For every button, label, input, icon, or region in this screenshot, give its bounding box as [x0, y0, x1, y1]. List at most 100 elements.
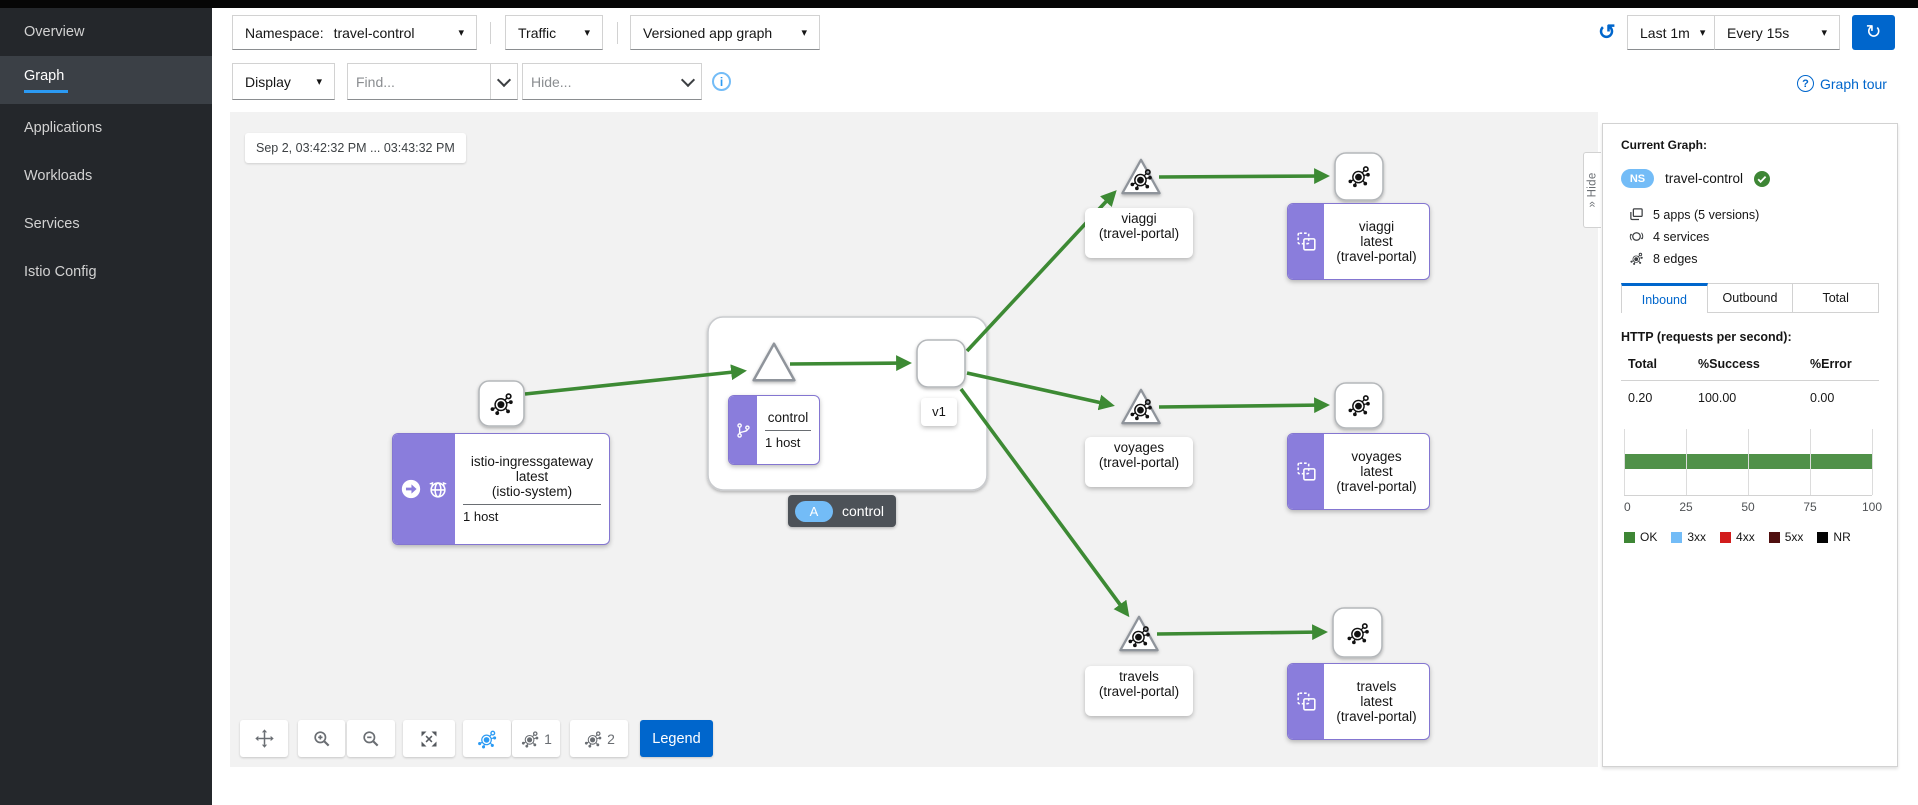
- label-v1-workload[interactable]: v1: [921, 398, 957, 426]
- node-travels-service[interactable]: [1119, 615, 1159, 652]
- label-travels-service[interactable]: travels (travel-portal): [1085, 666, 1193, 716]
- node-viaggi-service[interactable]: [1121, 158, 1161, 195]
- pan-button[interactable]: [240, 720, 288, 757]
- time-range-history-icon[interactable]: ↺: [1598, 21, 1616, 44]
- layout-hub-icon: [477, 730, 497, 749]
- legend-swatch: [1671, 531, 1683, 543]
- http-rate-table: Total %Success %Error 0.20 100.00 0.00: [1621, 357, 1879, 405]
- find-input[interactable]: [348, 64, 490, 99]
- stat-services: 4 services: [1621, 229, 1879, 244]
- label-control-app[interactable]: control 1 host: [728, 395, 820, 465]
- label-icon-strip: [1288, 434, 1324, 509]
- label-voyages-app[interactable]: voyages latest (travel-portal): [1287, 433, 1430, 510]
- chart-gridline: [1686, 429, 1687, 495]
- tab-inbound[interactable]: Inbound: [1621, 283, 1708, 313]
- legend-item: 3xx: [1671, 530, 1706, 544]
- gateway-icon: [429, 481, 446, 498]
- zoom-in-button[interactable]: [298, 720, 345, 757]
- label-icon-strip: [1288, 204, 1324, 279]
- applications-icon: [1630, 208, 1643, 221]
- sidebar-item-applications[interactable]: Applications: [24, 120, 103, 136]
- graph-layout-2-button[interactable]: 2: [570, 720, 628, 757]
- label-voyages-service[interactable]: voyages (travel-portal): [1085, 437, 1193, 487]
- graph-type-select[interactable]: Versioned app graph ▾: [630, 15, 820, 50]
- caret-down-icon: ▾: [316, 76, 322, 88]
- label-icon-strip: [729, 396, 757, 464]
- sidebar-item-graph[interactable]: Graph: [0, 56, 212, 104]
- refresh-icon: ↻: [1865, 22, 1882, 43]
- caret-down-icon: ▾: [1699, 27, 1706, 39]
- hide-options-toggle[interactable]: [675, 64, 701, 99]
- label-istio-ingressgateway[interactable]: istio-ingressgateway latest (istio-syste…: [392, 433, 610, 545]
- sidebar-item-workloads[interactable]: Workloads: [24, 168, 93, 184]
- tab-total[interactable]: Total: [1793, 283, 1880, 313]
- graph-summary-panel: Current Graph: NS travel-control 5 apps …: [1602, 123, 1898, 767]
- label-travels-app[interactable]: travels latest (travel-portal): [1287, 663, 1430, 740]
- edge-voyages-service-to-app[interactable]: [1158, 397, 1330, 414]
- label-icon-strip: [1288, 664, 1324, 739]
- side-panel-hide-tab[interactable]: » Hide: [1583, 152, 1601, 228]
- duration-select[interactable]: Last 1m ▾: [1627, 15, 1715, 50]
- app-group-badge-control[interactable]: A control: [788, 495, 897, 527]
- edge-v1-to-voyages-service[interactable]: [966, 371, 1115, 411]
- tab-outbound[interactable]: Outbound: [1707, 283, 1794, 313]
- http-rate-title: HTTP (requests per second):: [1621, 330, 1792, 344]
- node-voyages-service[interactable]: [1121, 388, 1161, 425]
- expand-arrows-icon: [421, 731, 437, 746]
- chart-tick-label: 50: [1741, 500, 1755, 514]
- graph-layout-default-button[interactable]: [463, 720, 511, 757]
- chart-tick-label: 75: [1803, 500, 1817, 514]
- chart-tick-label: 100: [1861, 500, 1883, 514]
- sidebar: Overview Graph Applications Workloads Se…: [0, 8, 212, 805]
- label-icon-strip: [393, 434, 455, 544]
- masthead: [0, 0, 1918, 8]
- edge-control-service-to-v1[interactable]: [789, 355, 912, 372]
- chart-gridline: [1624, 429, 1625, 495]
- health-check-icon: [1754, 170, 1771, 187]
- graph-canvas[interactable]: Sep 2, 03:42:32 PM ... 03:43:32 PM istio…: [230, 112, 1598, 767]
- chart-gridline: [1748, 429, 1749, 495]
- legend-item: OK: [1624, 530, 1657, 544]
- edge-v1-to-travels-service[interactable]: [959, 387, 1130, 618]
- refresh-interval-select[interactable]: Every 15s ▾: [1714, 15, 1840, 50]
- layout-hub-icon: [521, 730, 540, 748]
- legend-button[interactable]: Legend: [640, 720, 713, 757]
- double-chevron-right-icon: »: [1586, 200, 1599, 208]
- chart-tick-label: 25: [1679, 500, 1693, 514]
- col-error: %Error: [1810, 357, 1852, 371]
- zoom-to-fit-button[interactable]: [403, 720, 455, 757]
- edge-ingress-to-control-service[interactable]: [524, 364, 747, 396]
- sidebar-item-overview[interactable]: Overview: [24, 24, 85, 40]
- sidebar-item-istio-config[interactable]: Istio Config: [24, 264, 97, 280]
- hide-input[interactable]: [523, 64, 675, 99]
- graph-tour-link[interactable]: ? Graph tour: [1797, 75, 1887, 92]
- chevron-down-icon: [496, 72, 512, 87]
- pan-arrows-icon: [254, 729, 274, 748]
- caret-down-icon: ▾: [458, 27, 464, 39]
- display-dropdown[interactable]: Display ▾: [232, 63, 335, 100]
- find-hide-help-icon[interactable]: i: [712, 72, 731, 91]
- legend-swatch: [1720, 531, 1732, 543]
- find-options-toggle[interactable]: [490, 64, 517, 99]
- find-field: [347, 63, 518, 100]
- zoom-out-button[interactable]: [347, 720, 395, 757]
- versioned-app-icon: [1296, 692, 1316, 711]
- label-viaggi-service[interactable]: viaggi (travel-portal): [1085, 208, 1193, 258]
- label-viaggi-app[interactable]: viaggi latest (travel-portal): [1287, 203, 1430, 280]
- edge-travels-service-to-app[interactable]: [1156, 624, 1328, 641]
- col-success: %Success: [1698, 357, 1760, 371]
- refresh-button[interactable]: ↻: [1852, 15, 1895, 50]
- namespace-select[interactable]: Namespace: travel-control ▾: [232, 15, 477, 50]
- traffic-select[interactable]: Traffic ▾: [505, 15, 603, 50]
- sidebar-item-services[interactable]: Services: [24, 216, 80, 232]
- namespace-row: NS travel-control: [1621, 169, 1879, 188]
- table-row: 0.20 100.00 0.00: [1628, 391, 1835, 405]
- edge-viaggi-service-to-app[interactable]: [1158, 168, 1330, 184]
- node-control-v1-workload[interactable]: [916, 339, 966, 388]
- graph-layout-1-button[interactable]: 1: [512, 720, 560, 757]
- version-branch-icon: [736, 422, 750, 438]
- edges-hub-icon: [1629, 252, 1644, 266]
- legend-swatch: [1624, 531, 1635, 543]
- toolbar-separator: [490, 22, 491, 44]
